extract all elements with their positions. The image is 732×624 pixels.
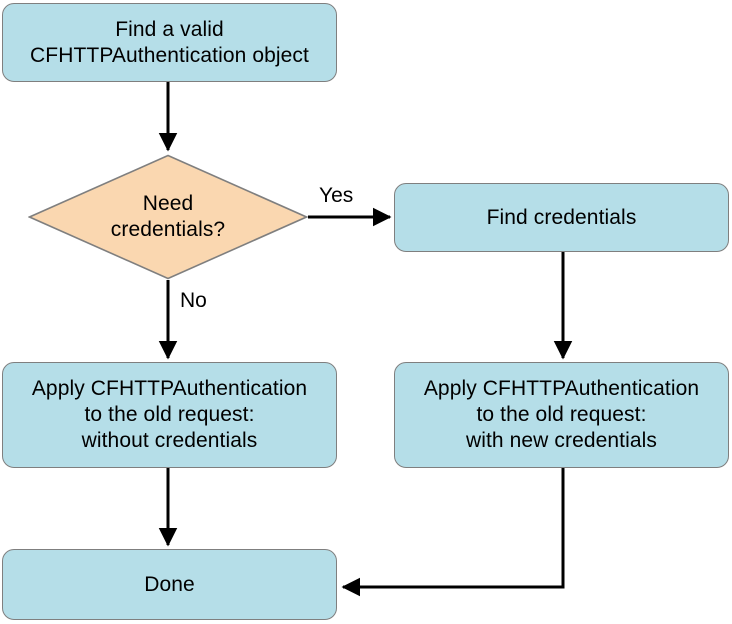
- node-find-valid-cfhttpauthentication-object[interactable]: Find a valid CFHTTPAuthentication object: [2, 3, 337, 82]
- node-need-credentials-decision[interactable]: Need credentials?: [28, 154, 308, 280]
- diamond-shape: [28, 154, 308, 280]
- edge-apply-with-new-to-done: [341, 468, 565, 597]
- node-label: Need credentials?: [110, 192, 226, 241]
- node-label: Find credentials: [486, 205, 637, 229]
- edge-label-yes: Yes: [319, 184, 354, 207]
- node-label: Apply CFHTTPAuthentication to the old re…: [31, 377, 308, 452]
- node-label: Apply CFHTTPAuthentication to the old re…: [423, 377, 700, 452]
- node-done[interactable]: Done: [2, 549, 337, 620]
- node-label: Done: [144, 572, 195, 596]
- node-find-credentials[interactable]: Find credentials: [394, 183, 729, 252]
- edge-label-no: No: [180, 289, 207, 312]
- node-apply-without-credentials[interactable]: Apply CFHTTPAuthentication to the old re…: [2, 362, 337, 468]
- node-label: Find a valid CFHTTPAuthentication object: [30, 17, 309, 67]
- node-apply-with-new-credentials[interactable]: Apply CFHTTPAuthentication to the old re…: [394, 362, 729, 468]
